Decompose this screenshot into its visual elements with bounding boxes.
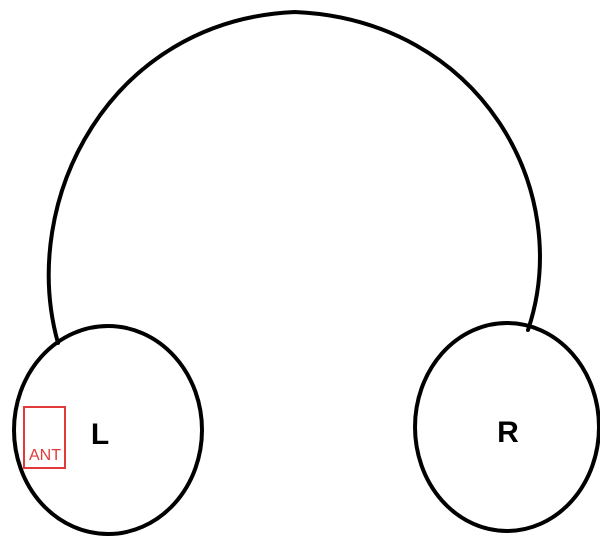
left-label: L	[91, 418, 109, 451]
right-ear-cup	[413, 321, 600, 533]
headband-arc	[46, 9, 542, 345]
left-ear-cup	[12, 324, 204, 536]
antenna-label: ANT	[29, 447, 61, 464]
right-label: R	[497, 416, 519, 449]
antenna-box	[23, 406, 66, 469]
